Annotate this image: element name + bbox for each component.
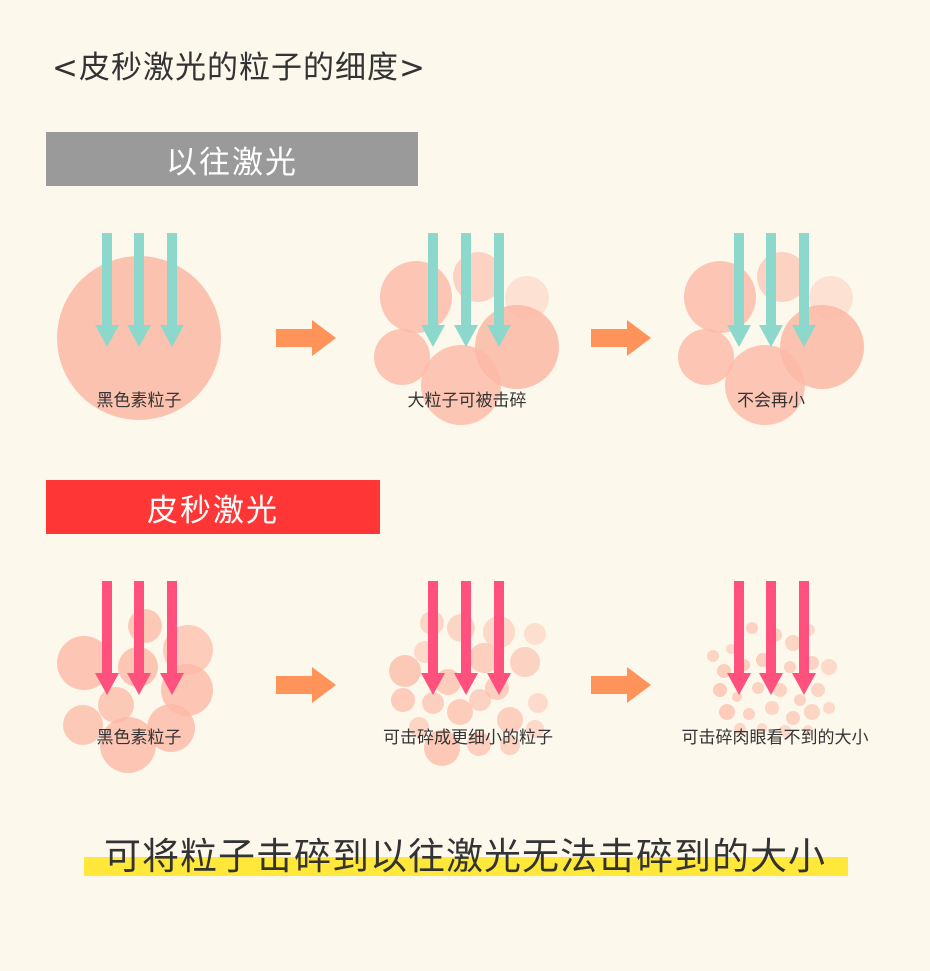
particle	[528, 693, 548, 713]
particle	[752, 682, 764, 694]
particle	[469, 643, 499, 673]
particle	[821, 659, 837, 675]
particle	[409, 717, 429, 737]
particle	[147, 704, 195, 752]
particle	[422, 692, 444, 714]
particle	[497, 707, 523, 733]
pico-stage-3	[707, 581, 837, 737]
old-stage-1	[57, 233, 221, 420]
particle	[732, 692, 742, 702]
particle	[128, 609, 162, 643]
down-arrow-icon	[95, 581, 184, 695]
right-arrow-icon	[276, 320, 336, 356]
particle	[526, 720, 544, 738]
down-arrow-icon	[421, 233, 511, 347]
particle	[823, 702, 835, 714]
right-arrow-icon	[276, 667, 336, 703]
particle	[779, 725, 791, 737]
banner-picosecond-laser: 皮秒激光	[46, 480, 380, 534]
particle	[380, 261, 452, 333]
particle	[467, 732, 491, 756]
old-stage-2	[374, 233, 559, 425]
particle	[746, 622, 758, 634]
particle	[100, 717, 156, 773]
particle	[391, 688, 415, 712]
page-title: <皮秒激光的粒子的细度>	[52, 50, 426, 86]
caption-old-2: 大粒子可被击碎	[408, 391, 527, 411]
down-arrow-icon	[727, 581, 816, 695]
particle	[524, 623, 546, 645]
particle	[63, 705, 103, 745]
particle	[678, 329, 734, 385]
particle	[773, 683, 787, 697]
footer-highlight	[84, 857, 848, 876]
particle	[794, 694, 806, 706]
caption-pico-2: 可击碎成更细小的粒子	[383, 728, 553, 748]
particle	[717, 664, 731, 678]
particle	[447, 699, 473, 725]
particle	[469, 689, 491, 711]
caption-pico-1: 黑色素粒子	[97, 728, 182, 748]
down-arrow-icon	[421, 581, 511, 695]
caption-pico-3: 可击碎肉眼看不到的大小	[682, 728, 869, 748]
particle	[713, 683, 727, 697]
right-arrow-icon	[591, 667, 651, 703]
pico-stage-1	[57, 581, 213, 773]
particle	[803, 725, 813, 735]
particle	[374, 329, 430, 385]
down-arrow-icon	[727, 233, 816, 347]
particle	[785, 635, 801, 651]
particle	[765, 701, 779, 715]
particle	[743, 708, 755, 720]
particle	[811, 683, 825, 697]
particle	[98, 687, 134, 723]
caption-old-3: 不会再小	[737, 391, 805, 411]
old-stage-3	[678, 233, 864, 425]
particle	[684, 261, 756, 333]
particle	[784, 661, 796, 673]
footer-statement: 可将粒子击碎到以往激光无法击碎到的大小	[104, 835, 826, 878]
particle	[707, 650, 719, 662]
particle	[726, 644, 736, 654]
pico-stage-2	[389, 581, 548, 766]
particle	[757, 723, 767, 733]
particle	[500, 735, 520, 755]
down-arrow-icon	[95, 233, 184, 347]
particle	[719, 704, 735, 720]
banner-conventional-laser: 以往激光	[46, 132, 418, 186]
particle	[389, 655, 421, 687]
particle	[780, 305, 864, 389]
particle	[786, 711, 800, 725]
particle	[510, 647, 540, 677]
particle	[475, 305, 559, 389]
caption-old-1: 黑色素粒子	[97, 391, 182, 411]
particle	[804, 704, 820, 720]
right-arrow-icon	[591, 320, 651, 356]
particle	[424, 730, 460, 766]
particle	[734, 723, 746, 735]
